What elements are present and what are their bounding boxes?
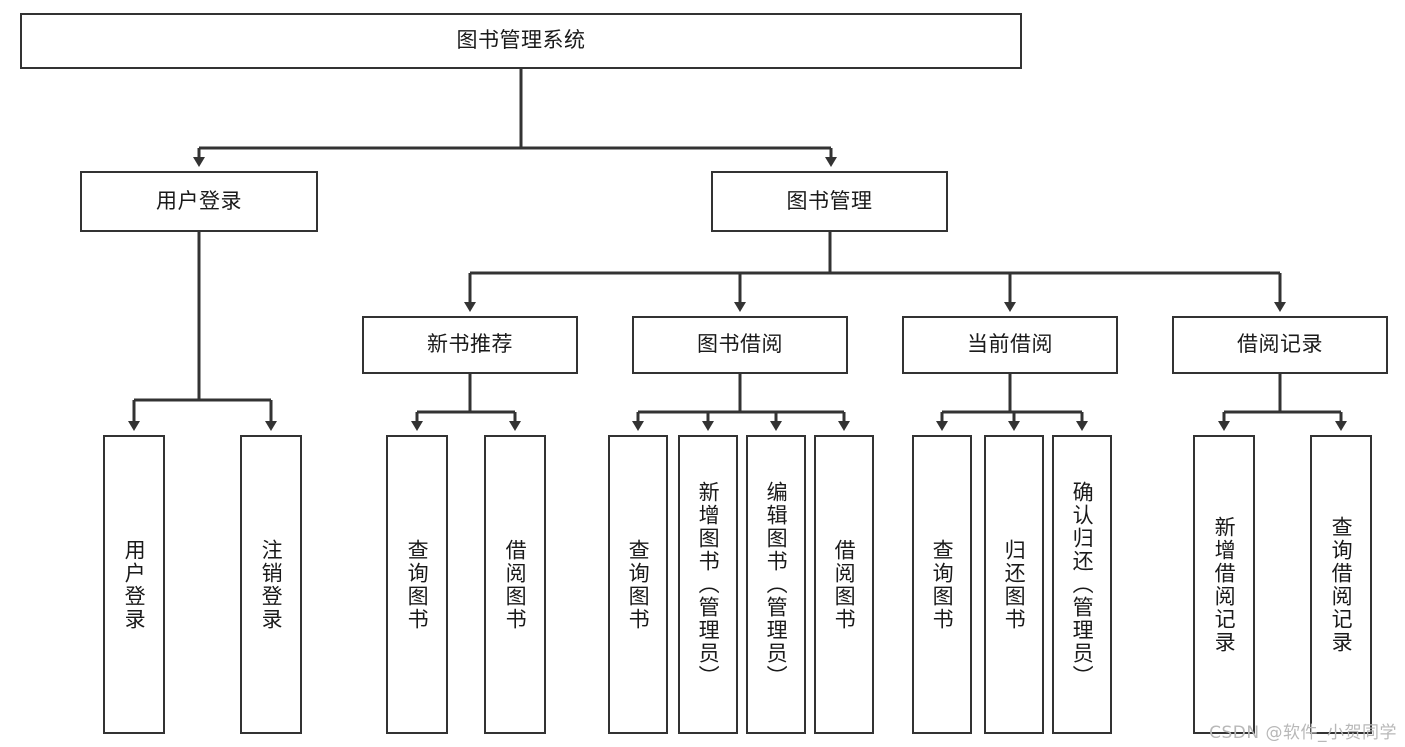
node-current-borrow-label: 当前借阅 xyxy=(967,332,1053,357)
node-leaf-add-record-label: 新增借阅记录 xyxy=(1212,515,1237,654)
node-leaf-edit-book-label: 编辑图书（管理员） xyxy=(764,481,789,688)
node-leaf-logout-label: 注销登录 xyxy=(259,538,284,631)
node-user-login-label: 用户登录 xyxy=(156,188,242,213)
node-book-manage[interactable]: 图书管理 xyxy=(711,171,948,232)
node-borrow-record[interactable]: 借阅记录 xyxy=(1172,316,1388,374)
node-new-book-rec[interactable]: 新书推荐 xyxy=(362,316,578,374)
node-leaf-query-book-1[interactable]: 查询图书 xyxy=(386,435,448,734)
node-book-borrow[interactable]: 图书借阅 xyxy=(632,316,848,374)
node-user-login[interactable]: 用户登录 xyxy=(80,171,318,232)
node-root-label: 图书管理系统 xyxy=(456,28,586,53)
node-leaf-add-book-label: 新增图书（管理员） xyxy=(696,481,721,688)
node-leaf-confirm-return-label: 确认归还（管理员） xyxy=(1070,481,1095,688)
node-leaf-borrow-book-2[interactable]: 借阅图书 xyxy=(814,435,874,734)
node-leaf-user-login[interactable]: 用户登录 xyxy=(103,435,165,734)
node-leaf-query-book-2[interactable]: 查询图书 xyxy=(608,435,668,734)
node-leaf-query-book-3-label: 查询图书 xyxy=(930,538,955,631)
node-new-book-rec-label: 新书推荐 xyxy=(427,332,513,357)
node-leaf-borrow-book-2-label: 借阅图书 xyxy=(832,538,857,631)
node-book-manage-label: 图书管理 xyxy=(786,188,873,213)
node-book-borrow-label: 图书借阅 xyxy=(697,332,783,357)
node-borrow-record-label: 借阅记录 xyxy=(1237,332,1323,357)
node-leaf-user-login-label: 用户登录 xyxy=(122,538,147,631)
node-leaf-query-record[interactable]: 查询借阅记录 xyxy=(1310,435,1372,734)
node-leaf-add-record[interactable]: 新增借阅记录 xyxy=(1193,435,1255,734)
node-leaf-borrow-book-1-label: 借阅图书 xyxy=(503,538,528,631)
node-leaf-borrow-book-1[interactable]: 借阅图书 xyxy=(484,435,546,734)
node-leaf-return-book[interactable]: 归还图书 xyxy=(984,435,1044,734)
watermark: CSDN @软件_小贺同学 xyxy=(1209,723,1397,743)
node-leaf-confirm-return[interactable]: 确认归还（管理员） xyxy=(1052,435,1112,734)
node-leaf-query-book-1-label: 查询图书 xyxy=(405,538,430,631)
node-leaf-return-book-label: 归还图书 xyxy=(1002,538,1027,631)
node-leaf-query-book-2-label: 查询图书 xyxy=(626,538,651,631)
node-leaf-query-record-label: 查询借阅记录 xyxy=(1329,515,1354,654)
node-leaf-query-book-3[interactable]: 查询图书 xyxy=(912,435,972,734)
node-leaf-edit-book[interactable]: 编辑图书（管理员） xyxy=(746,435,806,734)
node-leaf-add-book[interactable]: 新增图书（管理员） xyxy=(678,435,738,734)
node-root[interactable]: 图书管理系统 xyxy=(20,13,1022,69)
node-leaf-logout[interactable]: 注销登录 xyxy=(240,435,302,734)
node-current-borrow[interactable]: 当前借阅 xyxy=(902,316,1118,374)
